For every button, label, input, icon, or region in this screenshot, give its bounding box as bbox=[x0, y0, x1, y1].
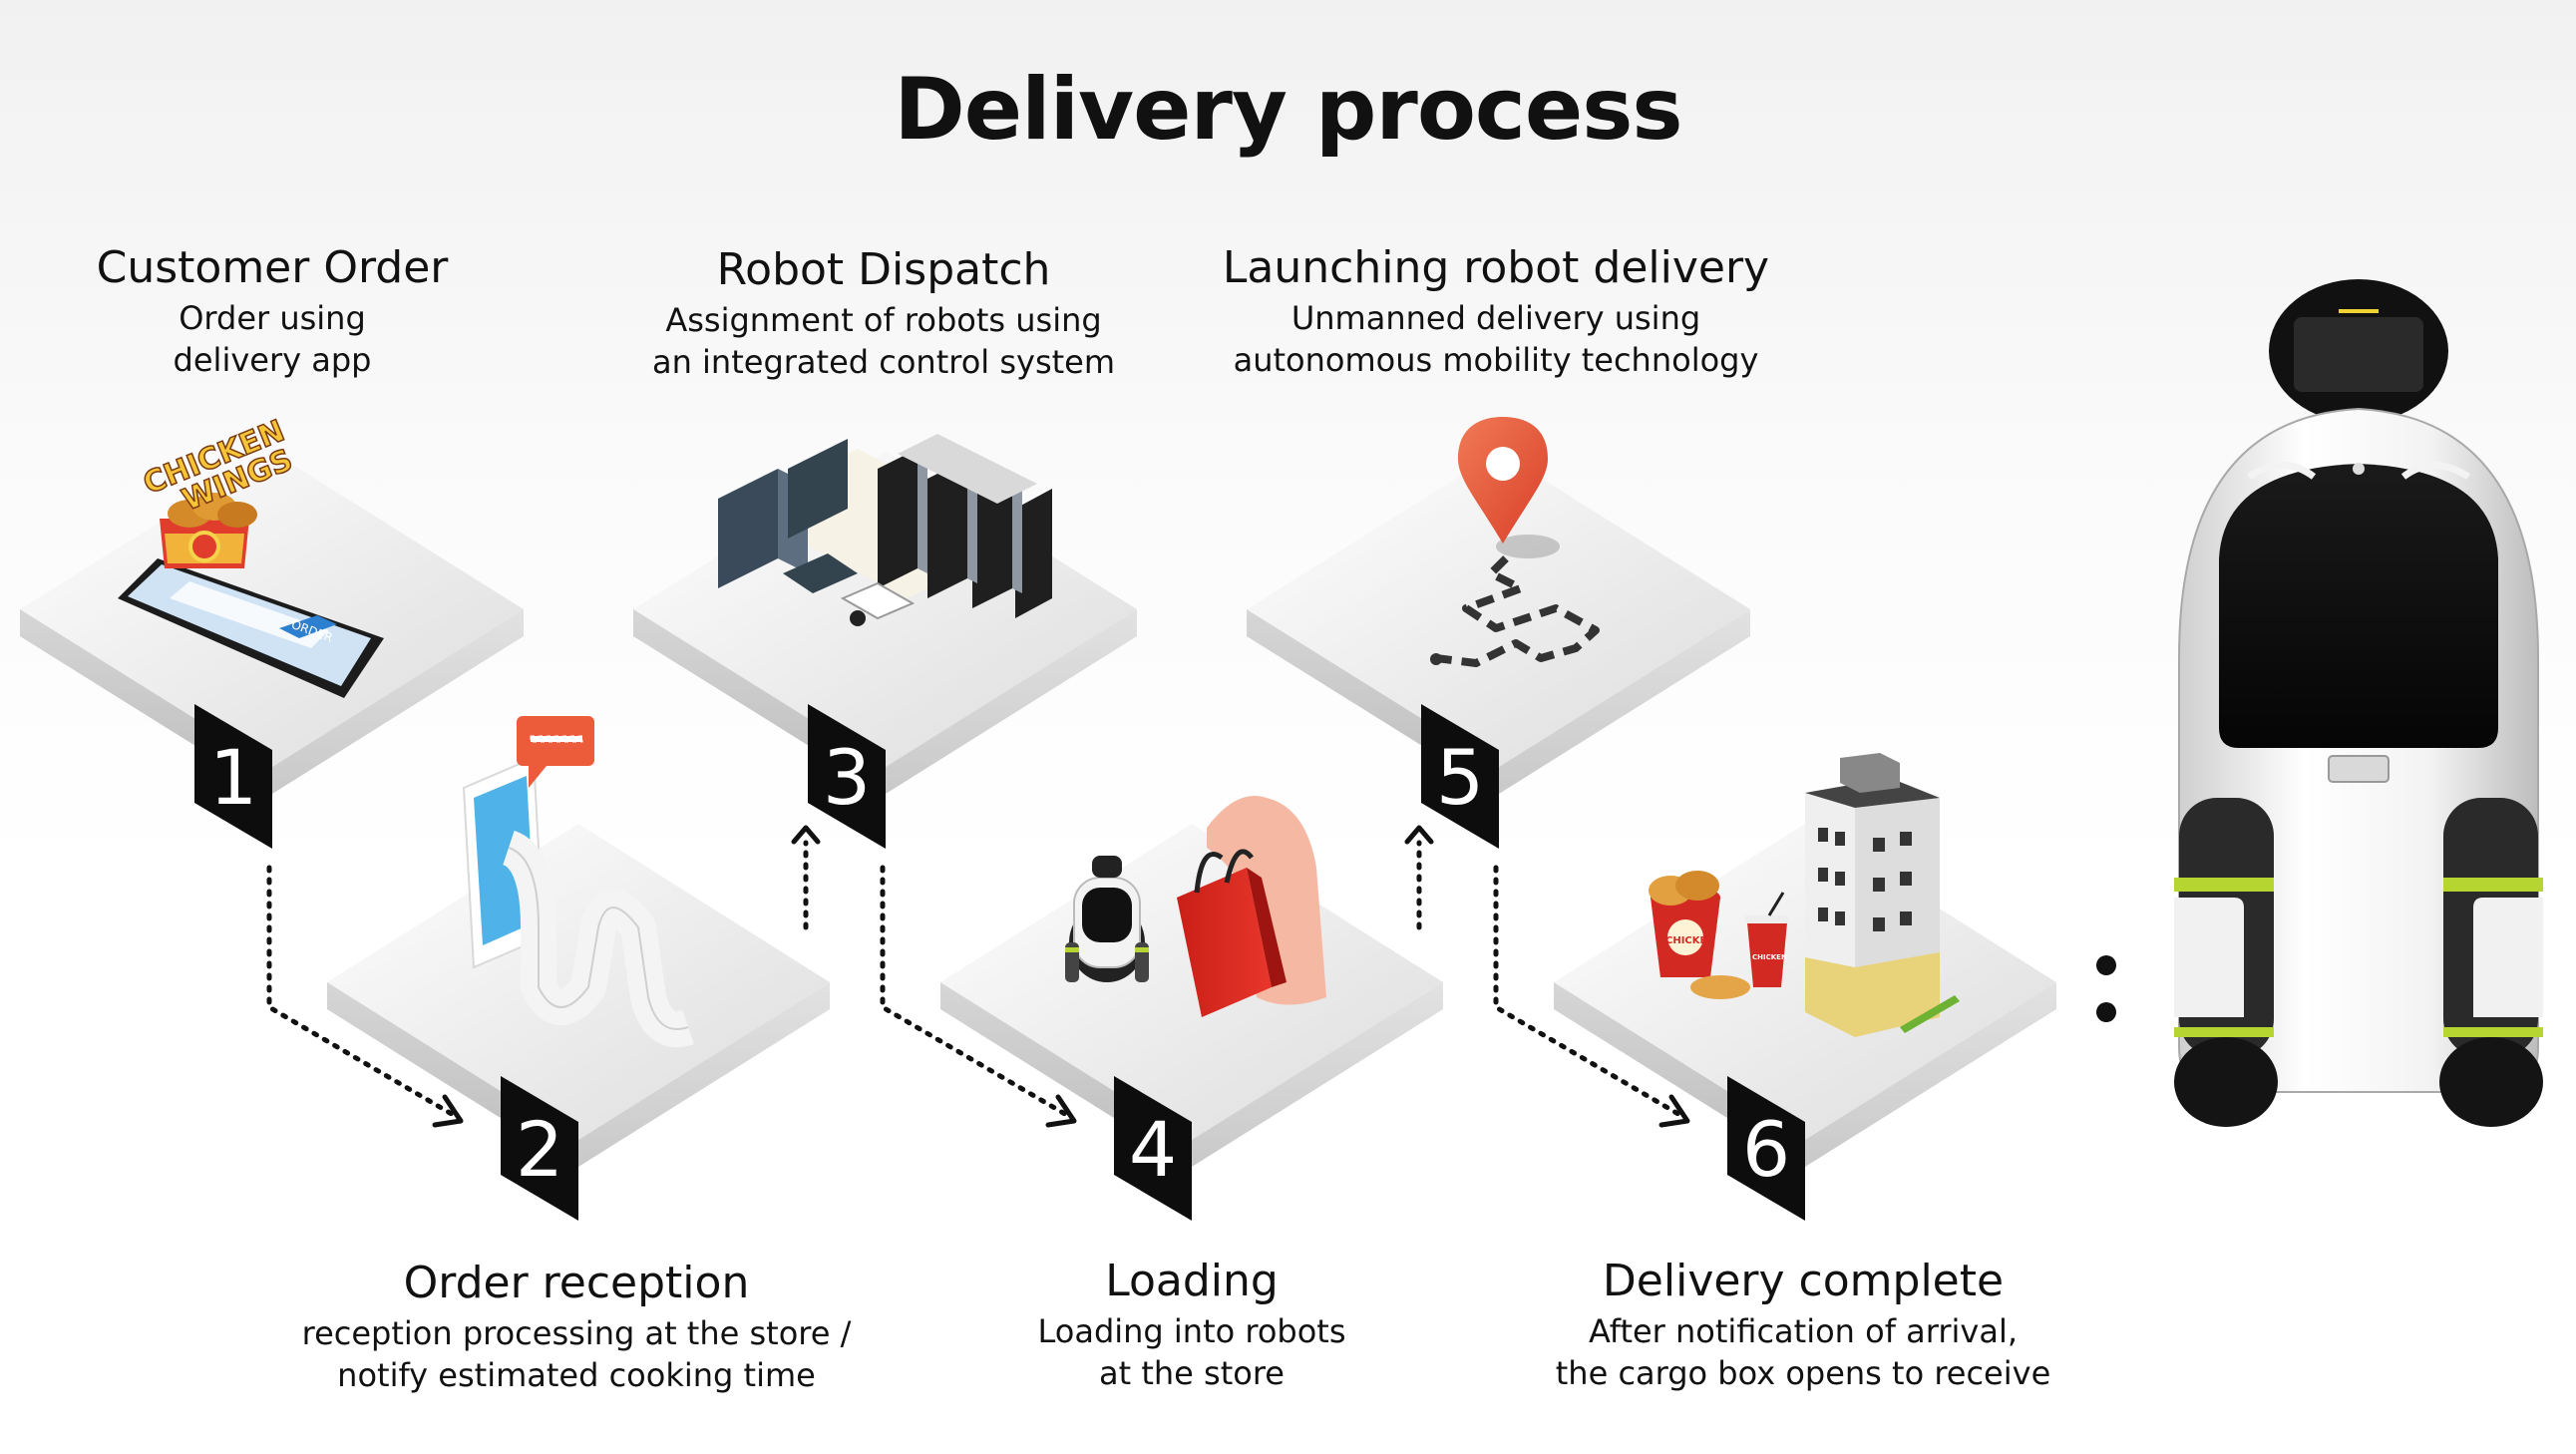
shopping-bag-icon bbox=[1177, 868, 1272, 1017]
page-title: Delivery process bbox=[894, 60, 1682, 160]
step-5-heading: Launching robot delivery bbox=[1222, 242, 1770, 293]
step-3-heading: Robot Dispatch bbox=[716, 244, 1051, 295]
order-button-shape bbox=[279, 615, 337, 638]
step-3-text: Robot Dispatch Assignment of robots usin… bbox=[634, 241, 1133, 383]
loading-illustration bbox=[1065, 796, 1326, 1017]
step-4-desc-line1: Loading into robots bbox=[1037, 1312, 1346, 1350]
step-2-number: 2 bbox=[515, 1105, 564, 1194]
step-3-number: 3 bbox=[822, 733, 872, 822]
step-4-text: Loading Loading into robots at the store bbox=[992, 1253, 1391, 1394]
step-6-desc-line2: the cargo box opens to receive bbox=[1555, 1354, 2051, 1392]
order-reception-illustration bbox=[462, 716, 694, 1047]
arrow-3-to-4 bbox=[880, 865, 1073, 1120]
number-tag-5 bbox=[1421, 704, 1499, 849]
step-1-heading: Customer Order bbox=[96, 242, 449, 293]
arrow-1-to-2 bbox=[266, 865, 460, 1120]
step-1-desc-line1: Order using bbox=[179, 299, 366, 337]
arrowhead-3 bbox=[791, 825, 821, 845]
step-3-desc-line1: Assignment of robots using bbox=[665, 301, 1102, 339]
colon-dot-bottom bbox=[2096, 1002, 2116, 1022]
number-tag-1 bbox=[194, 704, 272, 849]
step-6-text: Delivery complete After notification of … bbox=[1544, 1253, 2062, 1394]
step-1-desc-line2: delivery app bbox=[173, 341, 372, 379]
arrow-5-to-6 bbox=[1493, 865, 1686, 1120]
step-5-text: Launching robot delivery Unmanned delive… bbox=[1217, 239, 1775, 381]
number-tag-4 bbox=[1114, 1076, 1192, 1221]
step-4-desc-line2: at the store bbox=[1099, 1354, 1285, 1392]
arrowhead-2 bbox=[432, 1094, 464, 1128]
step-2-heading: Order reception bbox=[403, 1258, 750, 1308]
number-tag-6 bbox=[1727, 1076, 1805, 1221]
step-5-desc-line2: autonomous mobility technology bbox=[1233, 341, 1759, 379]
number-tag-2 bbox=[501, 1076, 578, 1221]
step-5-desc-line1: Unmanned delivery using bbox=[1290, 299, 1701, 337]
number-tag-3 bbox=[808, 704, 886, 849]
delivery-robot-photo bbox=[2174, 279, 2543, 1127]
step-2-desc-line1: reception processing at the store / bbox=[301, 1314, 852, 1352]
colon-dot-top bbox=[2096, 955, 2116, 975]
step-4-heading: Loading bbox=[1105, 1256, 1279, 1306]
step-6-heading: Delivery complete bbox=[1602, 1256, 2005, 1306]
arrowhead-5 bbox=[1404, 825, 1434, 845]
flow-arrows bbox=[266, 840, 1686, 1120]
step-6-desc-line1: After notification of arrival, bbox=[1588, 1312, 2018, 1350]
step-3-desc-line2: an integrated control system bbox=[651, 343, 1116, 381]
arrowhead-4 bbox=[1045, 1094, 1077, 1128]
control-room-illustration bbox=[718, 434, 1052, 626]
step-4-number: 4 bbox=[1128, 1105, 1178, 1194]
step-5-number: 5 bbox=[1435, 733, 1485, 822]
phone-order-illustration: ORDER CHICKEN WINGS bbox=[118, 413, 384, 698]
step-1-text: Customer Order Order using delivery app bbox=[73, 239, 472, 381]
cup-label: CHICKEN bbox=[1752, 953, 1787, 961]
arrowhead-6 bbox=[1658, 1094, 1690, 1128]
step-1-number: 1 bbox=[208, 733, 258, 822]
bucket-label: CHICKEN bbox=[1665, 935, 1715, 946]
delivery-complete-illustration: CHICKEN CHICKEN bbox=[1649, 753, 1960, 1037]
route-illustration bbox=[1430, 417, 1600, 667]
step-6-number: 6 bbox=[1741, 1105, 1791, 1194]
step-2-text: Order reception reception processing at … bbox=[277, 1255, 876, 1396]
step-2-desc-line2: notify estimated cooking time bbox=[337, 1356, 816, 1394]
